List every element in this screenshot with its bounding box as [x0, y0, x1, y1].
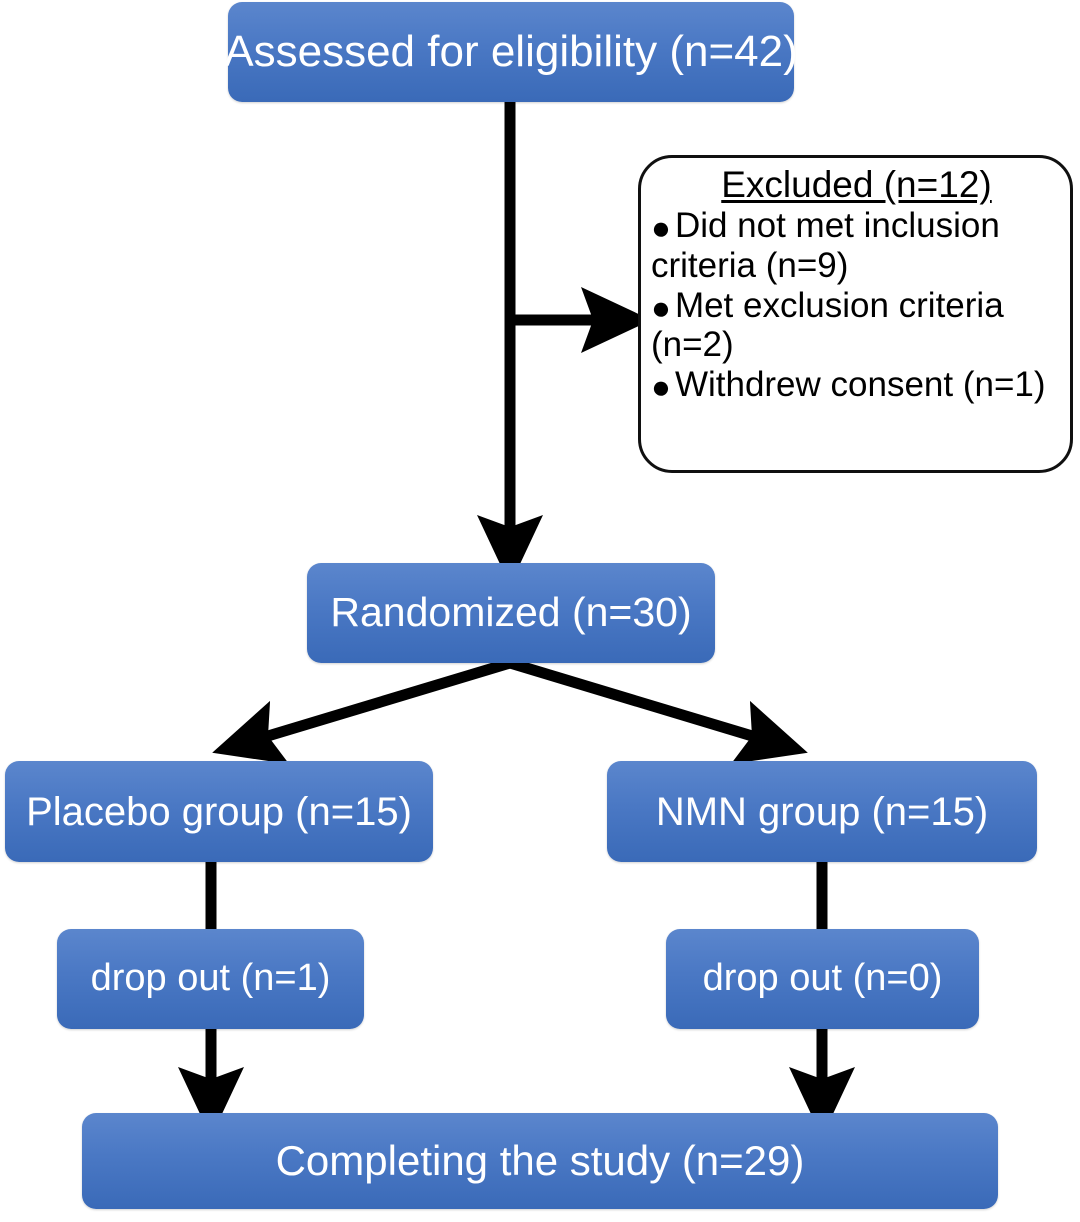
node-randomized-label: Randomized (n=30) [330, 589, 692, 636]
bullet-icon: ● [651, 209, 671, 247]
node-completing-study-label: Completing the study (n=29) [275, 1136, 805, 1184]
node-assessed-for-eligibility: Assessed for eligibility (n=42) [224, 2, 798, 102]
excluded-reason-text: Did not met inclusion criteria (n=9) [651, 206, 1000, 285]
node-excluded-callout: Excluded (n=12) ●Did not met inclusion c… [638, 155, 1073, 473]
node-nmn-group-label: NMN group (n=15) [655, 789, 989, 834]
node-dropout-placebo: drop out (n=1) [57, 929, 364, 1029]
connector-randomized-to-nmn [508, 657, 808, 765]
excluded-reason-text: Withdrew consent (n=1) [674, 364, 1046, 404]
node-dropout-nmn: drop out (n=0) [666, 929, 979, 1029]
excluded-title: Excluded (n=12) [721, 164, 992, 205]
node-dropout-nmn-label: drop out (n=0) [702, 957, 943, 1000]
node-assessed-label: Assessed for eligibility (n=42) [224, 26, 798, 76]
node-placebo-group-label: Placebo group (n=15) [26, 789, 412, 834]
node-randomized: Randomized (n=30) [307, 563, 715, 663]
node-completing-study: Completing the study (n=29) [82, 1113, 998, 1209]
node-nmn-group: NMN group (n=15) [607, 761, 1037, 862]
bullet-icon: ● [651, 367, 671, 405]
node-placebo-group: Placebo group (n=15) [5, 761, 433, 862]
node-dropout-placebo-label: drop out (n=1) [90, 957, 331, 1000]
excluded-reason-item: ●Did not met inclusion criteria (n=9) [651, 206, 1062, 285]
excluded-reason-list: ●Did not met inclusion criteria (n=9) ●M… [651, 206, 1062, 404]
excluded-reason-item: ●Met exclusion criteria (n=2) [651, 286, 1062, 365]
bullet-icon: ● [651, 288, 671, 326]
connector-randomized-to-placebo [212, 657, 512, 765]
excluded-reason-item: ●Withdrew consent (n=1) [651, 365, 1062, 405]
excluded-reason-text: Met exclusion criteria (n=2) [651, 285, 1004, 365]
